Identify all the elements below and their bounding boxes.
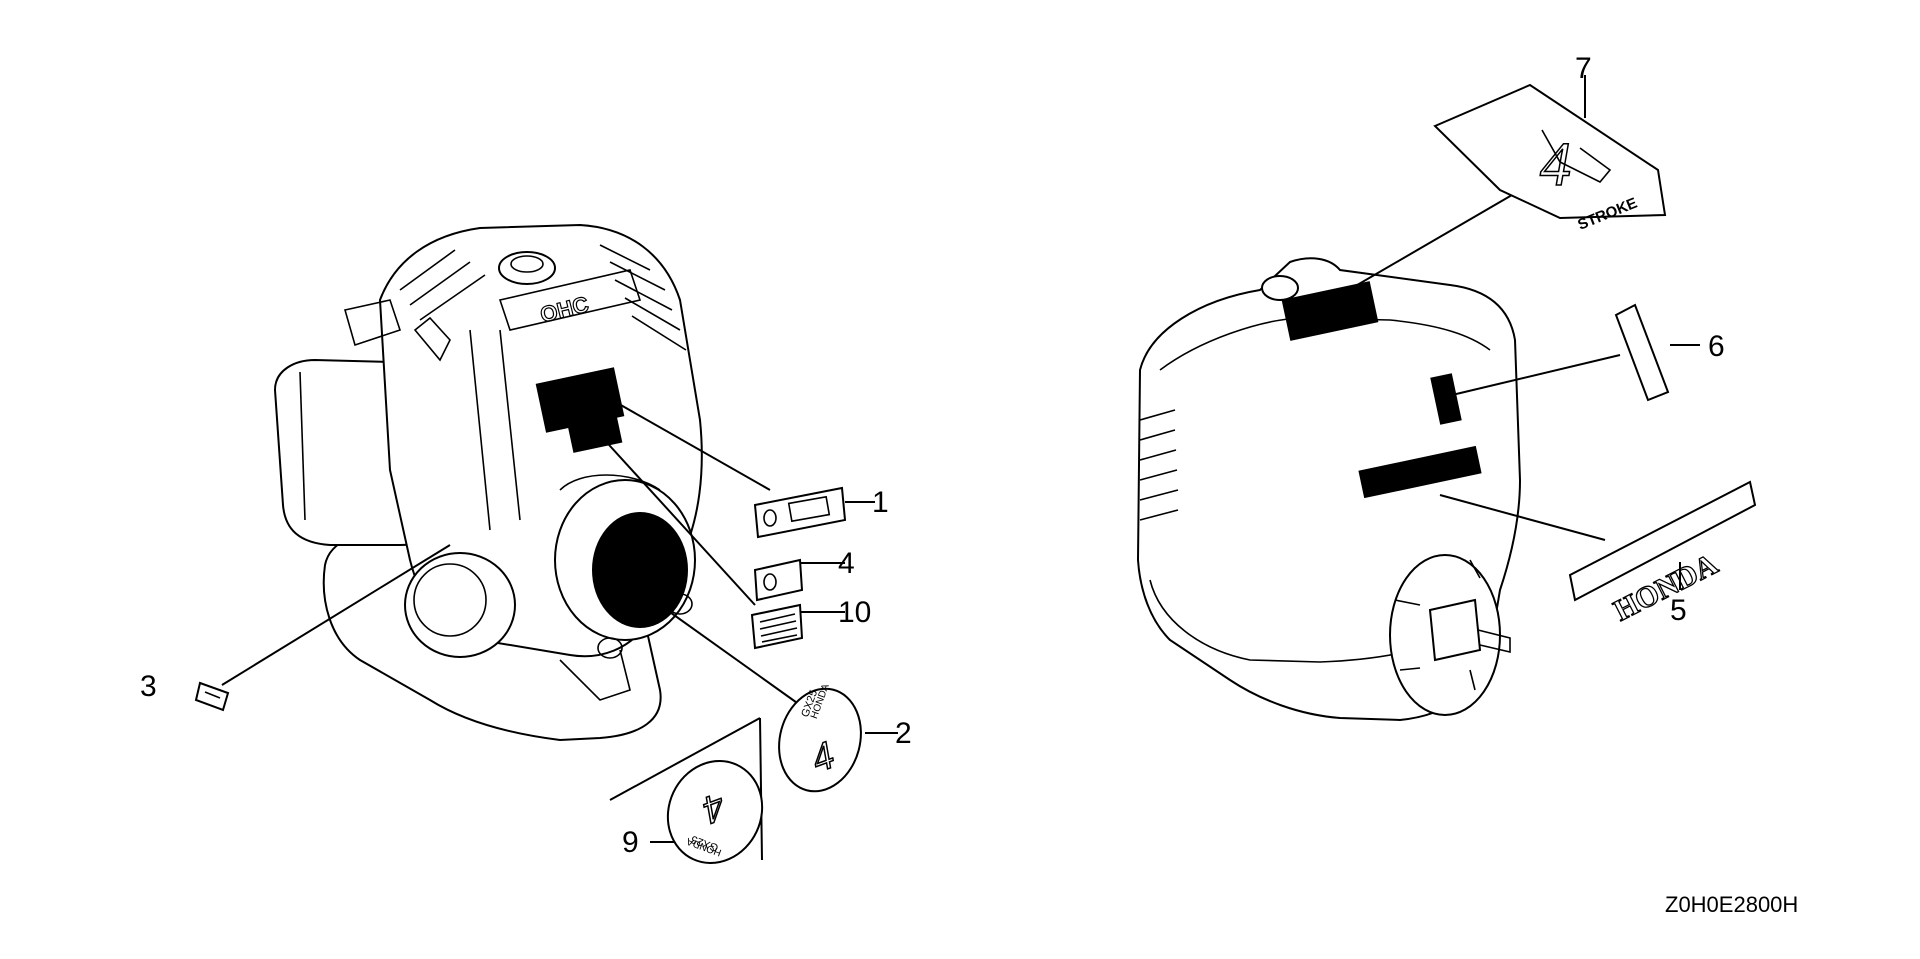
callout-10: 10 [838,596,871,629]
decal-6 [1614,303,1670,402]
right-side-label-area [1430,373,1462,425]
figure-code: Z0H0E2800H [1665,892,1798,917]
decal-9: 4 GX25 HONDA [666,760,764,864]
decal-3 [194,681,230,712]
callout-1: 1 [872,486,889,519]
decal-10 [750,603,804,650]
decal-1 [753,486,847,539]
callout-2: 2 [895,717,912,750]
callout-6: 6 [1708,330,1725,363]
recoil-cover-black [592,512,688,628]
engine-left-view: OHC [273,223,703,742]
callout-4: 4 [838,547,855,580]
decal-7: 4 STROKE [1433,83,1667,234]
decal-5: HONDA [1568,480,1757,628]
callout-3: 3 [140,670,157,703]
decal-2: GX25 HONDA 4 [778,682,862,793]
leader-lines-right [1339,75,1700,590]
callout-5: 5 [1670,594,1687,627]
right-top-label-area [1281,281,1379,341]
right-front-label-area [1358,445,1482,499]
label-area-1 [535,367,625,433]
decal-4 [753,558,804,602]
leader-lines-left [221,399,898,861]
engine-right-view [1136,257,1522,722]
callout-7: 7 [1575,52,1592,85]
callout-9: 9 [622,826,639,859]
decal-7-four-text: 4 [1540,131,1571,199]
